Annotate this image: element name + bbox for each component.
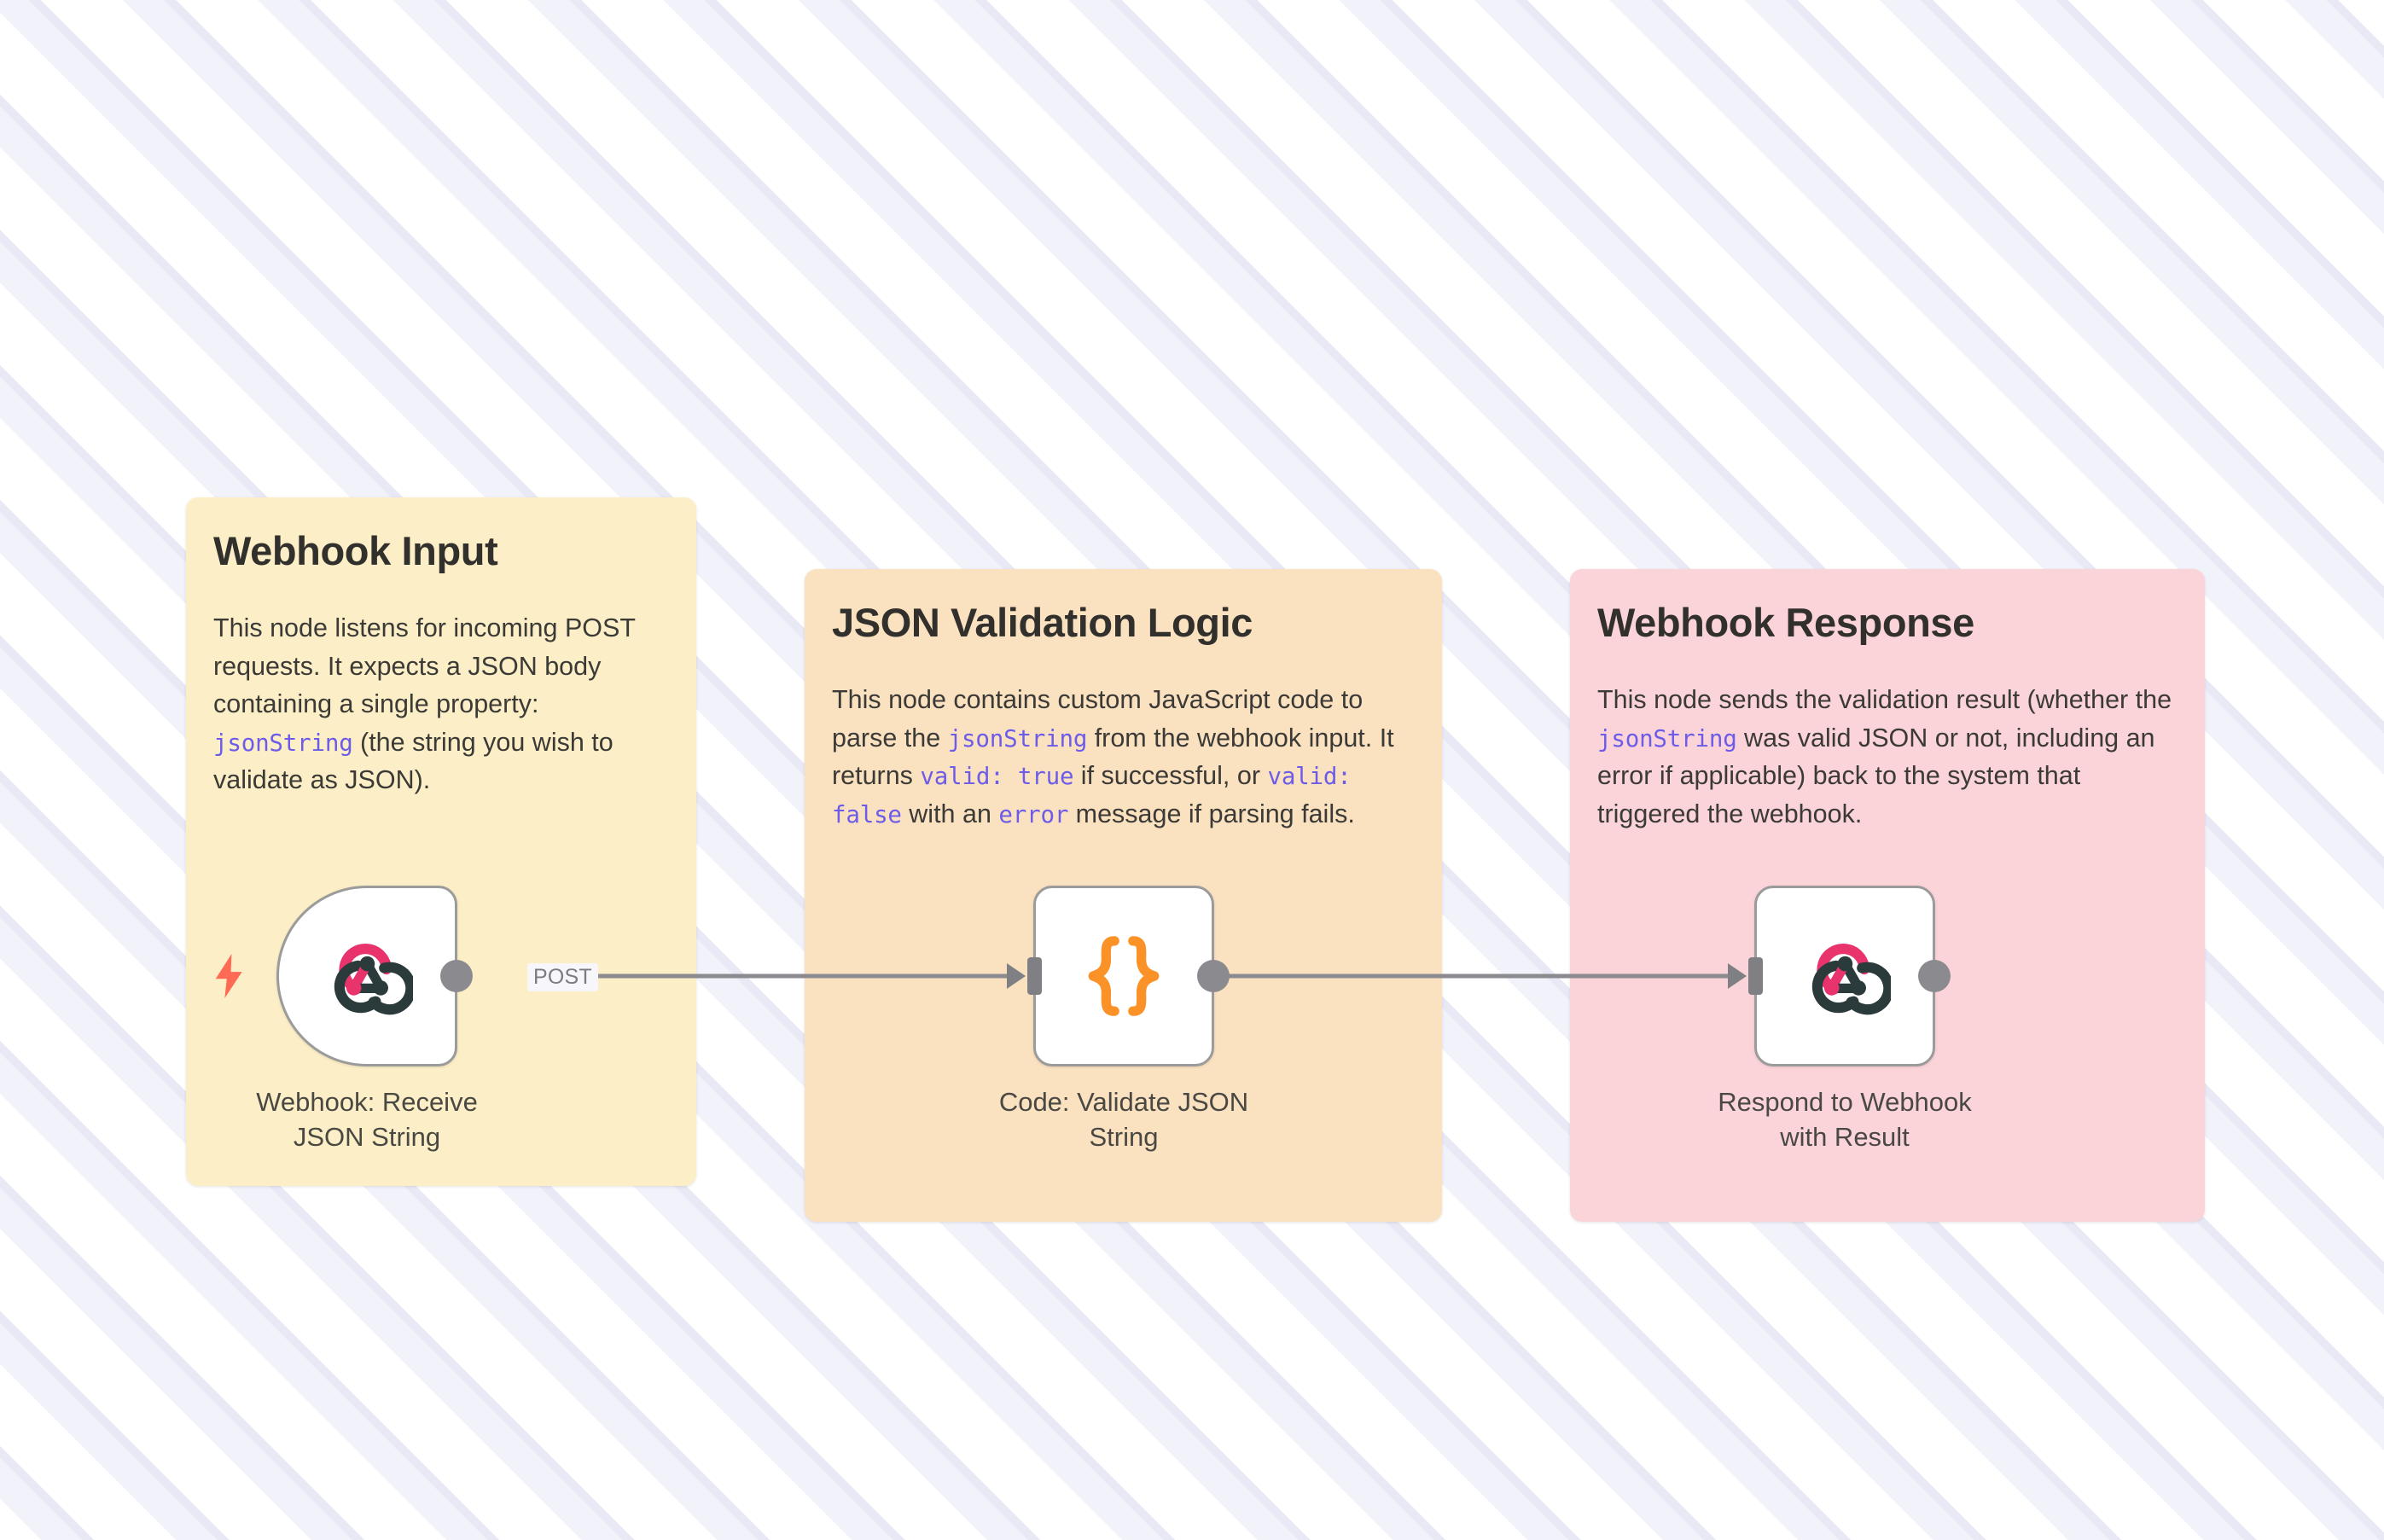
inline-code-token: error [998,800,1069,828]
node-body[interactable] [1007,886,1230,1066]
inline-code-token: jsonString [947,724,1088,753]
output-port[interactable] [1197,960,1230,992]
node-label: Respond to Webhook with Result [1718,1087,1972,1152]
sticky-note-body: This node sends the validation result (w… [1597,681,2178,833]
sticky-note-body: This node listens for incoming POST requ… [213,609,669,799]
input-arrow-icon [1728,963,1747,989]
body-text-run: This node contains custom JavaScript cod… [832,685,1364,753]
body-text-run: message if parsing fails. [1068,799,1355,828]
body-text-run: if successful, or [1073,761,1268,791]
body-text-run: from the webhook input. It returns [832,723,1394,791]
node-body[interactable] [215,886,473,1066]
body-text-run: was valid JSON or not, including an erro… [1597,723,2155,828]
sticky-note-webhook-response[interactable]: Webhook Response This node sends the val… [1570,569,2205,1222]
inline-code-token: jsonString [213,729,353,757]
body-text-run: This node listens for incoming POST requ… [213,613,636,719]
node-webhook-receive[interactable]: Webhook: Receive JSON String [215,886,495,1155]
sticky-note-webhook-input[interactable]: Webhook Input This node listens for inco… [186,497,696,1186]
sticky-note-body: This node contains custom JavaScript cod… [832,681,1415,833]
inline-code-token: jsonString [1597,724,1737,753]
body-text-run: with an [901,799,999,828]
sticky-note-title: JSON Validation Logic [832,600,1253,645]
sticky-note-title: Webhook Response [1597,600,1974,645]
sticky-note-title: Webhook Input [213,528,498,573]
curly-braces-icon [1088,936,1160,1016]
node-respond-to-webhook[interactable]: Respond to Webhook with Result [1717,886,1973,1155]
input-arrow-icon [1007,963,1026,989]
node-body[interactable] [1728,886,1951,1066]
edge-label-post: POST [527,963,598,991]
output-port[interactable] [440,960,473,992]
input-port[interactable] [1748,957,1763,995]
inline-code-token: valid: true [920,763,1074,791]
output-port[interactable] [1918,960,1951,992]
node-label: Webhook: Receive JSON String [256,1087,478,1152]
node-label: Code: Validate JSON String [998,1087,1249,1152]
body-text-run: (the string you wish to validate as JSON… [213,727,613,795]
webhook-icon [1811,944,1891,1015]
webhook-icon [334,944,413,1015]
lightning-bolt-icon [215,954,242,998]
input-port[interactable] [1027,957,1042,995]
inline-code-token: valid: false [832,763,1352,828]
node-code-validate[interactable]: Code: Validate JSON String [996,886,1252,1155]
body-text-run: This node sends the validation result (w… [1597,685,2172,715]
